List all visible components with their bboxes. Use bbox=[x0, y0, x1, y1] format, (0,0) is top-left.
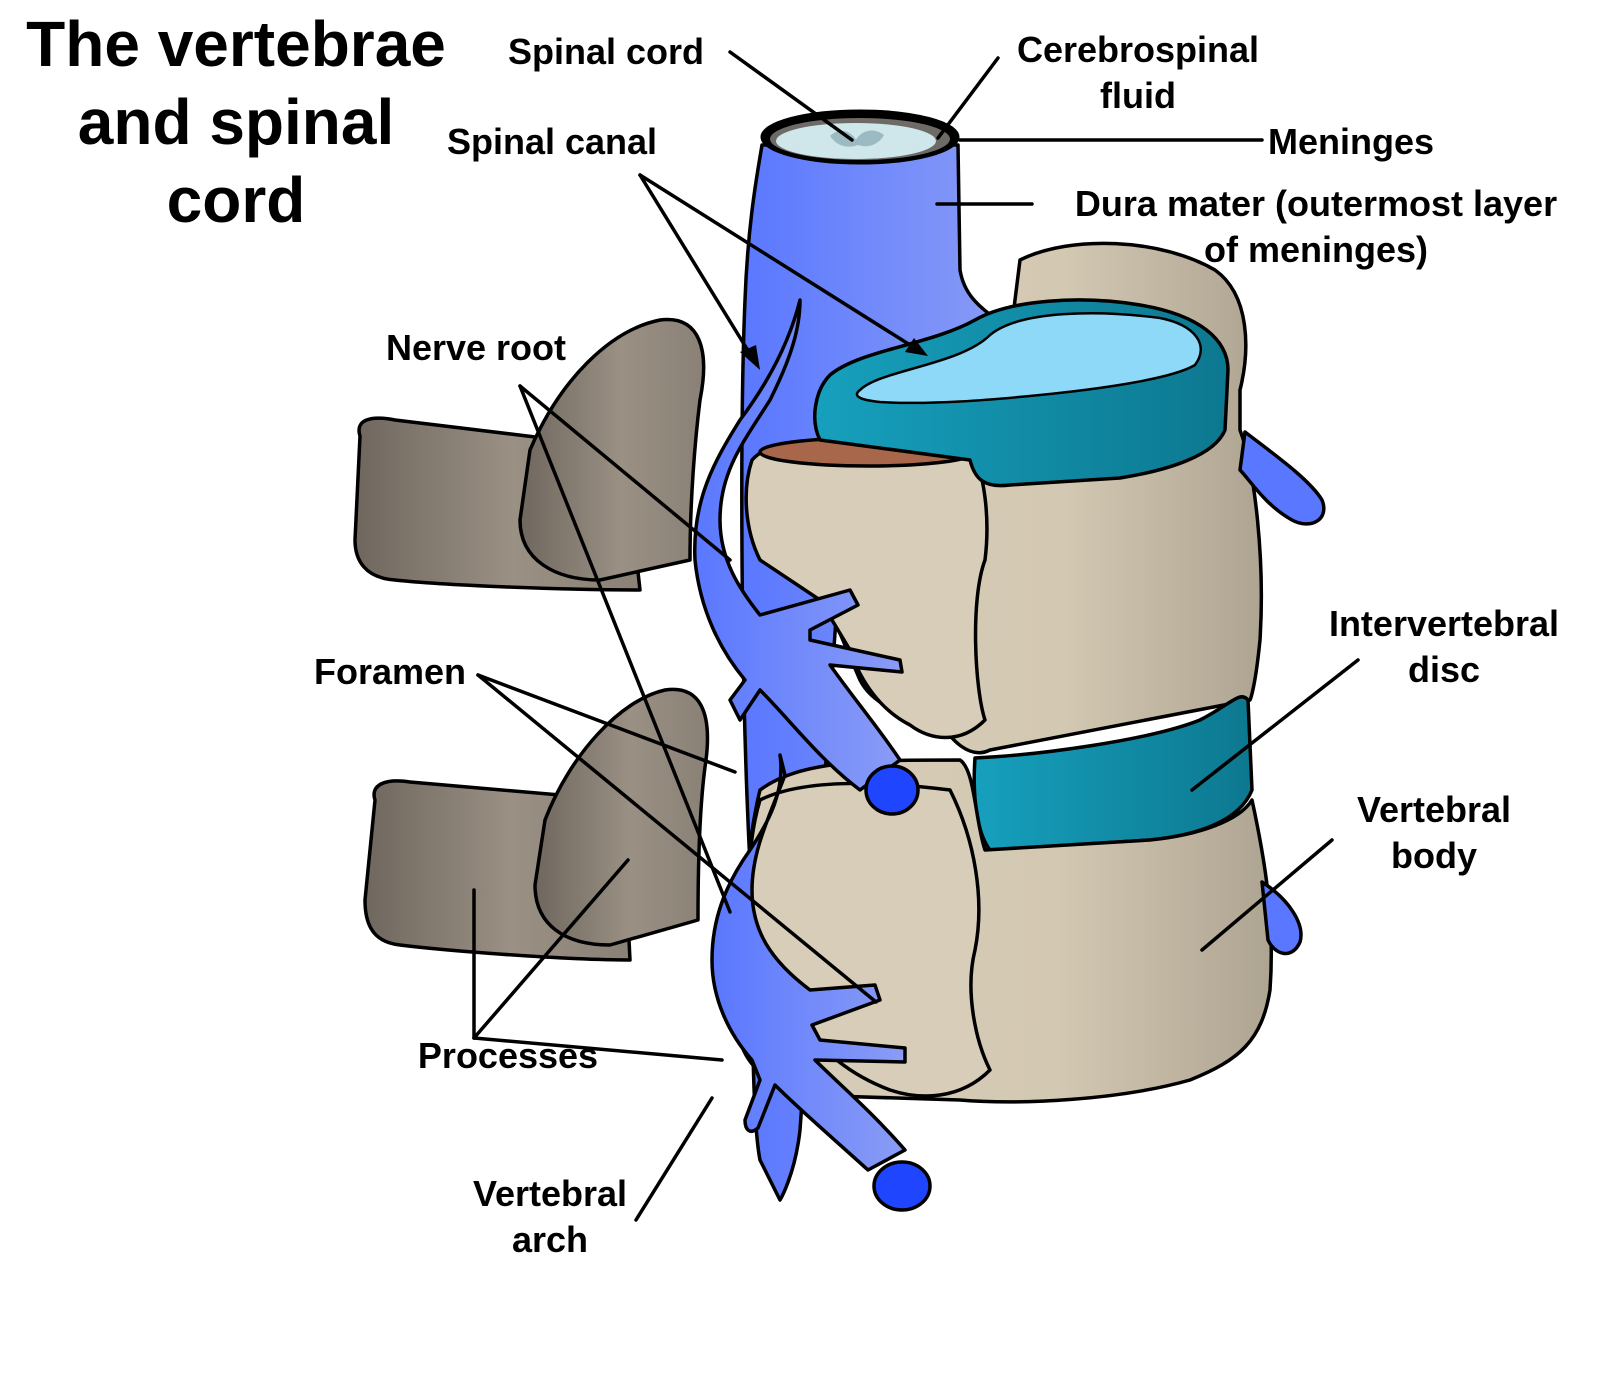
label-foramen: Foramen bbox=[314, 651, 466, 692]
spinal-canal-pointer-left bbox=[638, 173, 757, 364]
spinal-canal-arrowhead-right bbox=[905, 338, 928, 356]
label-dura-line-1: Dura mater (outermost layer bbox=[1075, 183, 1557, 224]
label-vertebral-body-line-1: Vertebral bbox=[1357, 789, 1511, 830]
lower-nerve-end bbox=[872, 1160, 932, 1212]
label-processes: Processes bbox=[418, 1035, 598, 1076]
right-nerve-tip-upper bbox=[1238, 430, 1326, 526]
processes-pointer-middle bbox=[472, 858, 630, 1040]
nerve-root-pointer-upper bbox=[518, 384, 732, 562]
spinal-canal-arrowhead-left bbox=[740, 345, 760, 370]
label-disc-line-1: Intervertebral bbox=[1329, 603, 1559, 644]
label-nerve-root: Nerve root bbox=[386, 327, 566, 368]
spinal-cord-pointer bbox=[728, 50, 854, 142]
label-spinal-cord: Spinal cord bbox=[508, 31, 704, 72]
diagram-title: The vertebrae and spinal cord bbox=[26, 8, 446, 236]
lower-nerve-root bbox=[710, 753, 907, 1172]
pointer-lines bbox=[472, 50, 1360, 1222]
label-vertebral-arch-line-1: Vertebral bbox=[473, 1173, 627, 1214]
title-line-3: cord bbox=[167, 164, 306, 236]
upper-nerve-end bbox=[864, 764, 920, 816]
label-disc-line-2: disc bbox=[1408, 649, 1480, 690]
disc-pointer bbox=[1190, 658, 1360, 792]
label-dura-line-2: of meninges) bbox=[1204, 229, 1428, 270]
title-line-1: The vertebrae bbox=[26, 8, 446, 80]
upper-spinous-process bbox=[518, 317, 706, 582]
label-vertebral-body-line-2: body bbox=[1391, 835, 1477, 876]
foramen-pointer-lower bbox=[476, 673, 878, 1004]
foramen-pointer-upper bbox=[476, 673, 737, 774]
nerve-root-pointer-lower bbox=[518, 384, 732, 914]
spinal-canal-pointer-right bbox=[638, 173, 920, 352]
label-meninges: Meninges bbox=[1268, 121, 1434, 162]
middle-intervertebral-disc bbox=[972, 695, 1254, 852]
vertebral-body-pointer bbox=[1200, 838, 1334, 952]
label-csf-line-1: Cerebrospinal bbox=[1017, 29, 1259, 70]
title-line-2: and spinal bbox=[78, 86, 395, 158]
processes-pointer-right bbox=[472, 1036, 724, 1062]
csf-pointer bbox=[936, 56, 1000, 140]
label-csf-line-2: fluid bbox=[1100, 75, 1176, 116]
label-vertebral-arch-line-2: arch bbox=[512, 1219, 588, 1260]
right-nerve-tip-lower bbox=[1260, 880, 1303, 956]
vertebral-arch-pointer bbox=[634, 1096, 714, 1222]
disc-top-highlight bbox=[855, 312, 1202, 405]
label-spinal-canal: Spinal canal bbox=[447, 121, 657, 162]
